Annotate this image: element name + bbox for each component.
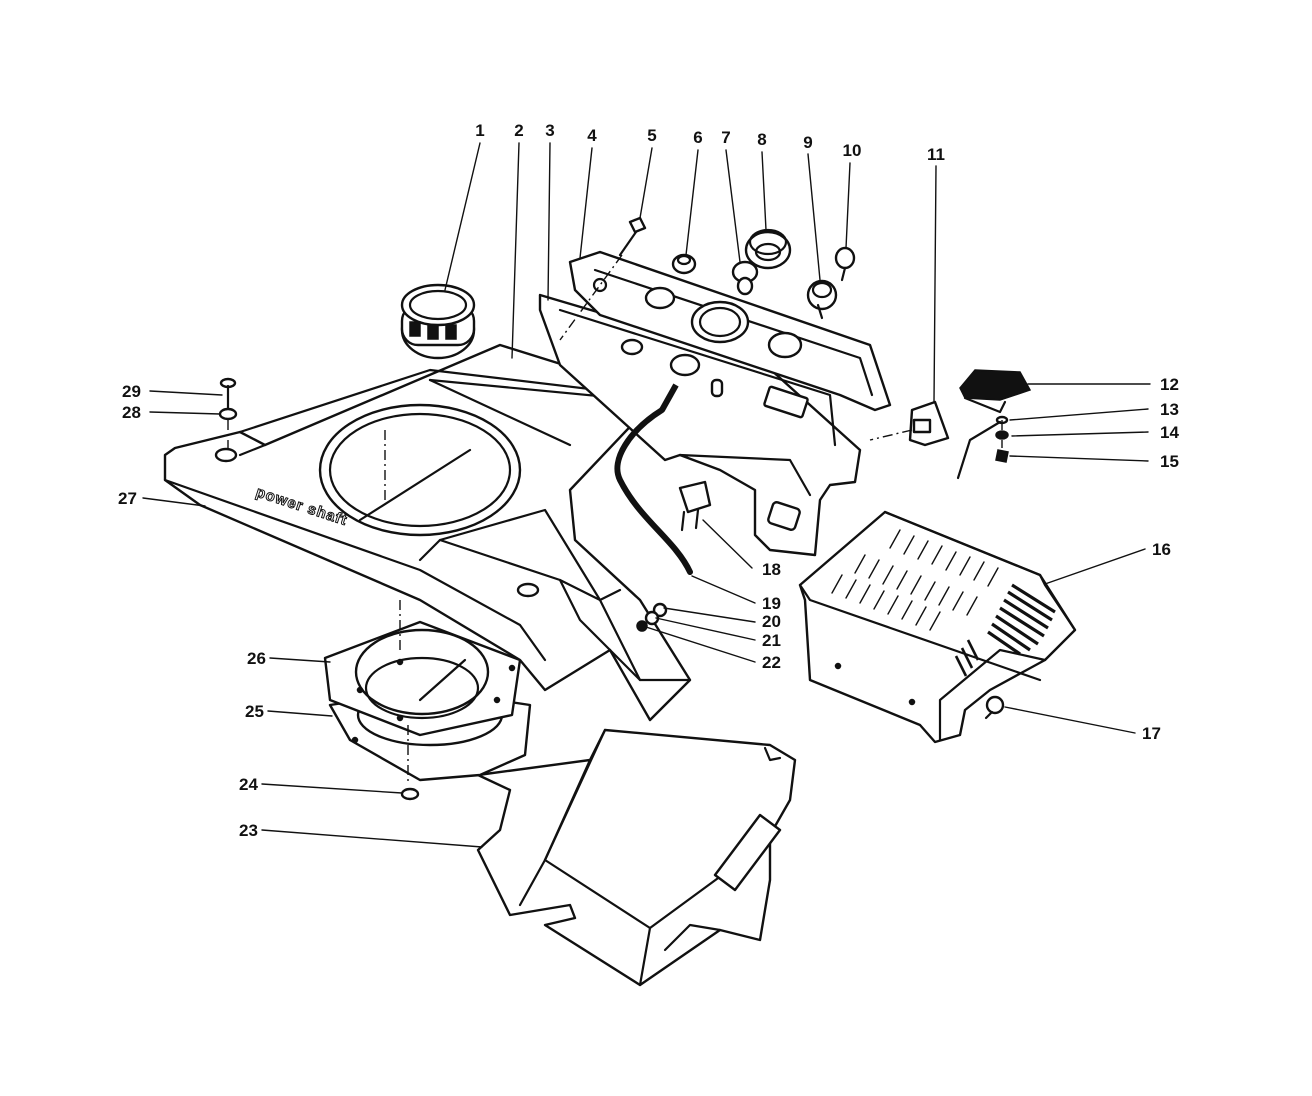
part-26-flange (323, 620, 522, 744)
part-6-knob (671, 253, 697, 275)
part-20-22-fasteners (636, 602, 668, 632)
callout-15: 15 (1160, 452, 1179, 471)
part-10-key (834, 246, 856, 282)
callout-8: 8 (757, 130, 766, 149)
part-17-bolt (984, 695, 1005, 720)
callout-2: 2 (514, 121, 523, 140)
callout-20: 20 (762, 612, 781, 631)
leader-lines (142, 142, 1151, 848)
callout-29: 29 (122, 382, 141, 401)
callout-9: 9 (803, 133, 812, 152)
part-8-gauge (744, 228, 792, 270)
part-18-relay (678, 480, 712, 532)
part-3-dash-panel (538, 293, 862, 557)
part-2-main-panel: power shaft (163, 343, 692, 722)
callout-27: 27 (118, 489, 137, 508)
part-23-lower-housing (476, 728, 797, 987)
callout-labels: 1 2 3 4 5 6 7 8 9 10 11 12 13 14 15 16 1… (118, 121, 1179, 840)
part-1-cap (400, 283, 476, 360)
callout-18: 18 (762, 560, 781, 579)
part-12-bracket (959, 369, 1032, 414)
callout-1: 1 (475, 121, 484, 140)
part-24-washer (400, 787, 420, 801)
callout-7: 7 (721, 128, 730, 147)
part-13-15-hardware (956, 415, 1009, 480)
callout-28: 28 (122, 403, 141, 422)
callout-14: 14 (1160, 423, 1179, 442)
callout-13: 13 (1160, 400, 1179, 419)
callout-25: 25 (245, 702, 264, 721)
part-16-cover (798, 510, 1077, 744)
callout-5: 5 (647, 126, 656, 145)
part-19-hose (614, 383, 693, 575)
callout-24: 24 (239, 775, 258, 794)
assembly-centerlines (227, 254, 1003, 785)
callout-3: 3 (545, 121, 554, 140)
callout-23: 23 (239, 821, 258, 840)
callout-10: 10 (843, 141, 862, 160)
callout-19: 19 (762, 594, 781, 613)
part-5-screw (618, 216, 647, 257)
callout-21: 21 (762, 631, 781, 650)
callout-6: 6 (693, 128, 702, 147)
cover-side-louvers (954, 583, 1056, 677)
callout-22: 22 (762, 653, 781, 672)
part-11-plug (908, 400, 950, 447)
callout-26: 26 (247, 649, 266, 668)
part-28-washer (218, 407, 238, 421)
callout-12: 12 (1160, 375, 1179, 394)
callout-16: 16 (1152, 540, 1171, 559)
part-4-control-frame (568, 250, 892, 412)
part-9-ignition (806, 279, 838, 320)
callout-11: 11 (927, 145, 945, 164)
part-29-screw (219, 377, 237, 412)
callout-17: 17 (1142, 724, 1161, 743)
part-7-switch (731, 260, 759, 296)
cover-vent-slots (831, 529, 999, 631)
callout-4: 4 (587, 126, 597, 145)
